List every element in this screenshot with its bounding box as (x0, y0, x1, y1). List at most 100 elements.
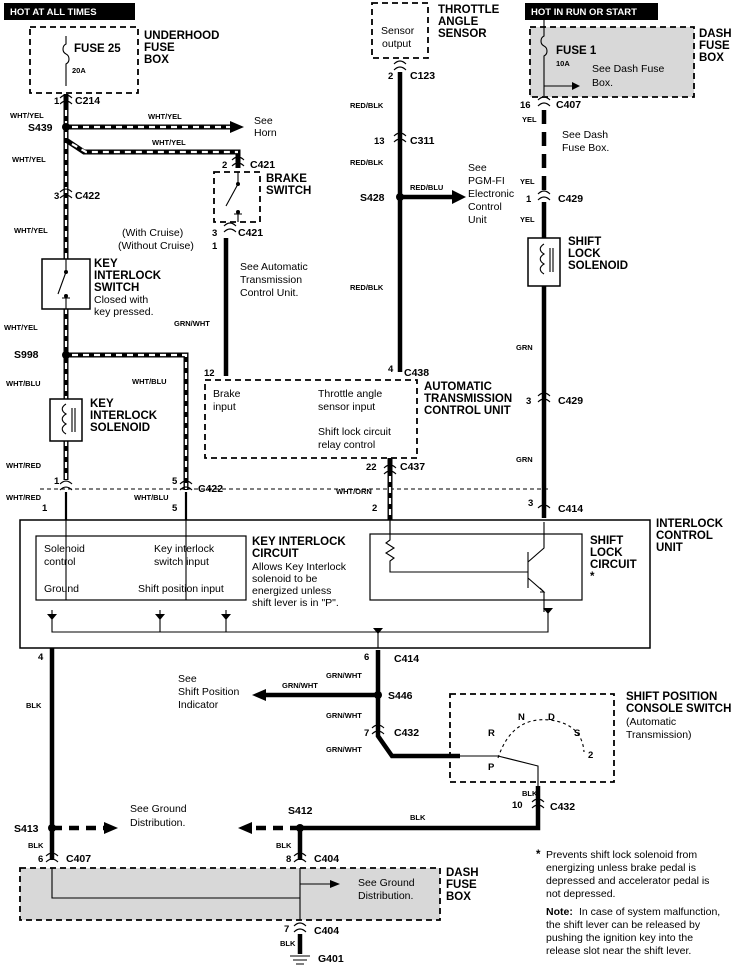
dash-fuse-box-bottom (20, 868, 440, 920)
see-pgm-4: Control (468, 201, 502, 213)
wire-grn-wht-1: GRN/WHT (326, 671, 362, 680)
atcu-tas-input-2: sensor input (318, 401, 375, 413)
pin-5b: 5 (172, 503, 178, 514)
s439-label: S439 (28, 122, 53, 134)
wire-red-blk-1: RED/BLK (350, 101, 384, 110)
pin-1c: 1 (526, 194, 532, 205)
s413-label: S413 (14, 823, 39, 835)
c407-label-top: C407 (556, 99, 581, 111)
atcu-box (204, 379, 418, 459)
without-cruise: (Without Cruise) (118, 240, 194, 252)
see-dash-fuse-1: See Dash (562, 129, 608, 141)
unit-diodes (47, 608, 553, 634)
kic-title-2: CIRCUIT (252, 548, 299, 560)
wire-wht-blu-3: WHT/BLU (134, 493, 169, 502)
see-shift-indicator-3: Indicator (178, 699, 219, 711)
note-line-4: release slot near the shift lever. (546, 945, 691, 957)
kic-desc-1: Allows Key Interlock (252, 561, 347, 573)
underhood-title-3: BOX (144, 54, 169, 66)
footnote-line-2: energizing unless brake pedal is (546, 862, 696, 874)
wire-wht-yel-1: WHT/YEL (10, 111, 44, 120)
see-shift-indicator-1: See (178, 673, 197, 685)
c432-left-connector (371, 724, 385, 735)
c429-bottom-connector (537, 392, 551, 403)
c429-top-connector (537, 190, 551, 201)
console-switch-box (449, 693, 615, 783)
wire-blk-6: BLK (280, 939, 296, 948)
fuse-1-label: FUSE 1 (556, 45, 597, 57)
c421-label-top: C421 (250, 159, 275, 171)
wire-wht-yel-brake: WHT/YEL (152, 138, 186, 147)
c432-right-connector (531, 798, 545, 809)
pin-8: 8 (286, 854, 291, 865)
s428-label: S428 (360, 192, 385, 204)
c429-label-top: C429 (558, 193, 583, 205)
dash-fuse-bottom-title-1: DASH (446, 867, 479, 879)
brake-switch-title-1: BRAKE (266, 173, 307, 185)
dash-fuse-bottom-title-3: BOX (446, 891, 471, 903)
pin-1a: 1 (54, 96, 60, 107)
pin-7a: 7 (364, 728, 369, 739)
kic-desc-3: energized unless (252, 585, 331, 597)
console-switch-sub-1: (Automatic (626, 716, 676, 728)
c404-label-top: C404 (314, 853, 339, 865)
interlock-title-1: INTERLOCK (656, 518, 724, 530)
note-line-3: pushing the ignition key into the (546, 932, 693, 944)
c123-label: C123 (410, 70, 435, 82)
kic-desc-4: shift lever is in "P". (252, 597, 339, 609)
pin-3c: 3 (526, 396, 531, 407)
wire-to-brake-stripe (71, 143, 238, 154)
brake-switch-box (213, 171, 261, 223)
c421-top-connector (231, 156, 245, 167)
ground-arrow-left (104, 822, 118, 834)
atcu-tas-input-1: Throttle angle (318, 388, 382, 400)
wire-wht-blu-1: WHT/BLU (6, 379, 41, 388)
note-line-2: the shift lever can be released by (546, 919, 701, 931)
c432-label-left: C432 (394, 727, 419, 739)
fuse-1-rating: 10A (556, 59, 570, 68)
see-pgm-2: PGM-FI (468, 175, 505, 187)
throttle-title-3: SENSOR (438, 28, 487, 40)
key-switch-input-2: switch input (154, 556, 209, 568)
wire-grn-wht-lower (375, 650, 460, 759)
atcu-title-3: CONTROL UNIT (424, 405, 511, 417)
key-switch-desc-1: Closed with (94, 294, 148, 306)
slc-title-2: LOCK (590, 547, 623, 559)
brake-switch-symbol (225, 172, 242, 222)
atcu-title-1: AUTOMATIC (424, 381, 492, 393)
pin-1b: 1 (212, 241, 218, 252)
wire-blk-4: BLK (28, 841, 44, 850)
pos-d: D (548, 712, 555, 723)
atcu-relay-2: relay control (318, 439, 375, 451)
throttle-output-1: Sensor (381, 25, 415, 37)
c422-bottom-connector-right (179, 480, 193, 491)
c214-connector (59, 94, 73, 105)
pin-3d: 3 (528, 498, 533, 509)
see-atcu-2: Transmission (240, 274, 302, 286)
shift-position-input: Shift position input (138, 583, 224, 595)
fuse-25-label: FUSE 25 (74, 43, 121, 55)
with-cruise: (With Cruise) (122, 227, 183, 239)
wire-wht-red-2: WHT/RED (6, 493, 42, 502)
shift-indicator-arrow (252, 689, 266, 701)
c437-label: C437 (400, 461, 425, 473)
s446-label: S446 (388, 690, 413, 702)
c414-label-top: C414 (558, 503, 583, 515)
throttle-title-2: ANGLE (438, 16, 479, 28)
console-switch-sub-2: Transmission) (626, 729, 692, 741)
shift-lock-solenoid-box (527, 237, 561, 287)
pgm-arrow (452, 190, 466, 204)
pos-n: N (518, 712, 525, 723)
note-label: Note: (546, 906, 573, 918)
unit-ground-line (51, 610, 549, 648)
throttle-sensor-box (371, 2, 429, 59)
footnote-line-4: not depressed. (546, 888, 615, 900)
pos-p: P (488, 762, 495, 773)
wire-yel-1: YEL (522, 115, 537, 124)
hot-at-all-times-label: HOT AT ALL TIMES (10, 7, 97, 18)
dash-fuse-top-title-3: BOX (699, 52, 724, 64)
interlock-title-2: CONTROL (656, 530, 713, 542)
pin-2c: 2 (372, 503, 377, 514)
c422-label-top: C422 (75, 190, 100, 202)
